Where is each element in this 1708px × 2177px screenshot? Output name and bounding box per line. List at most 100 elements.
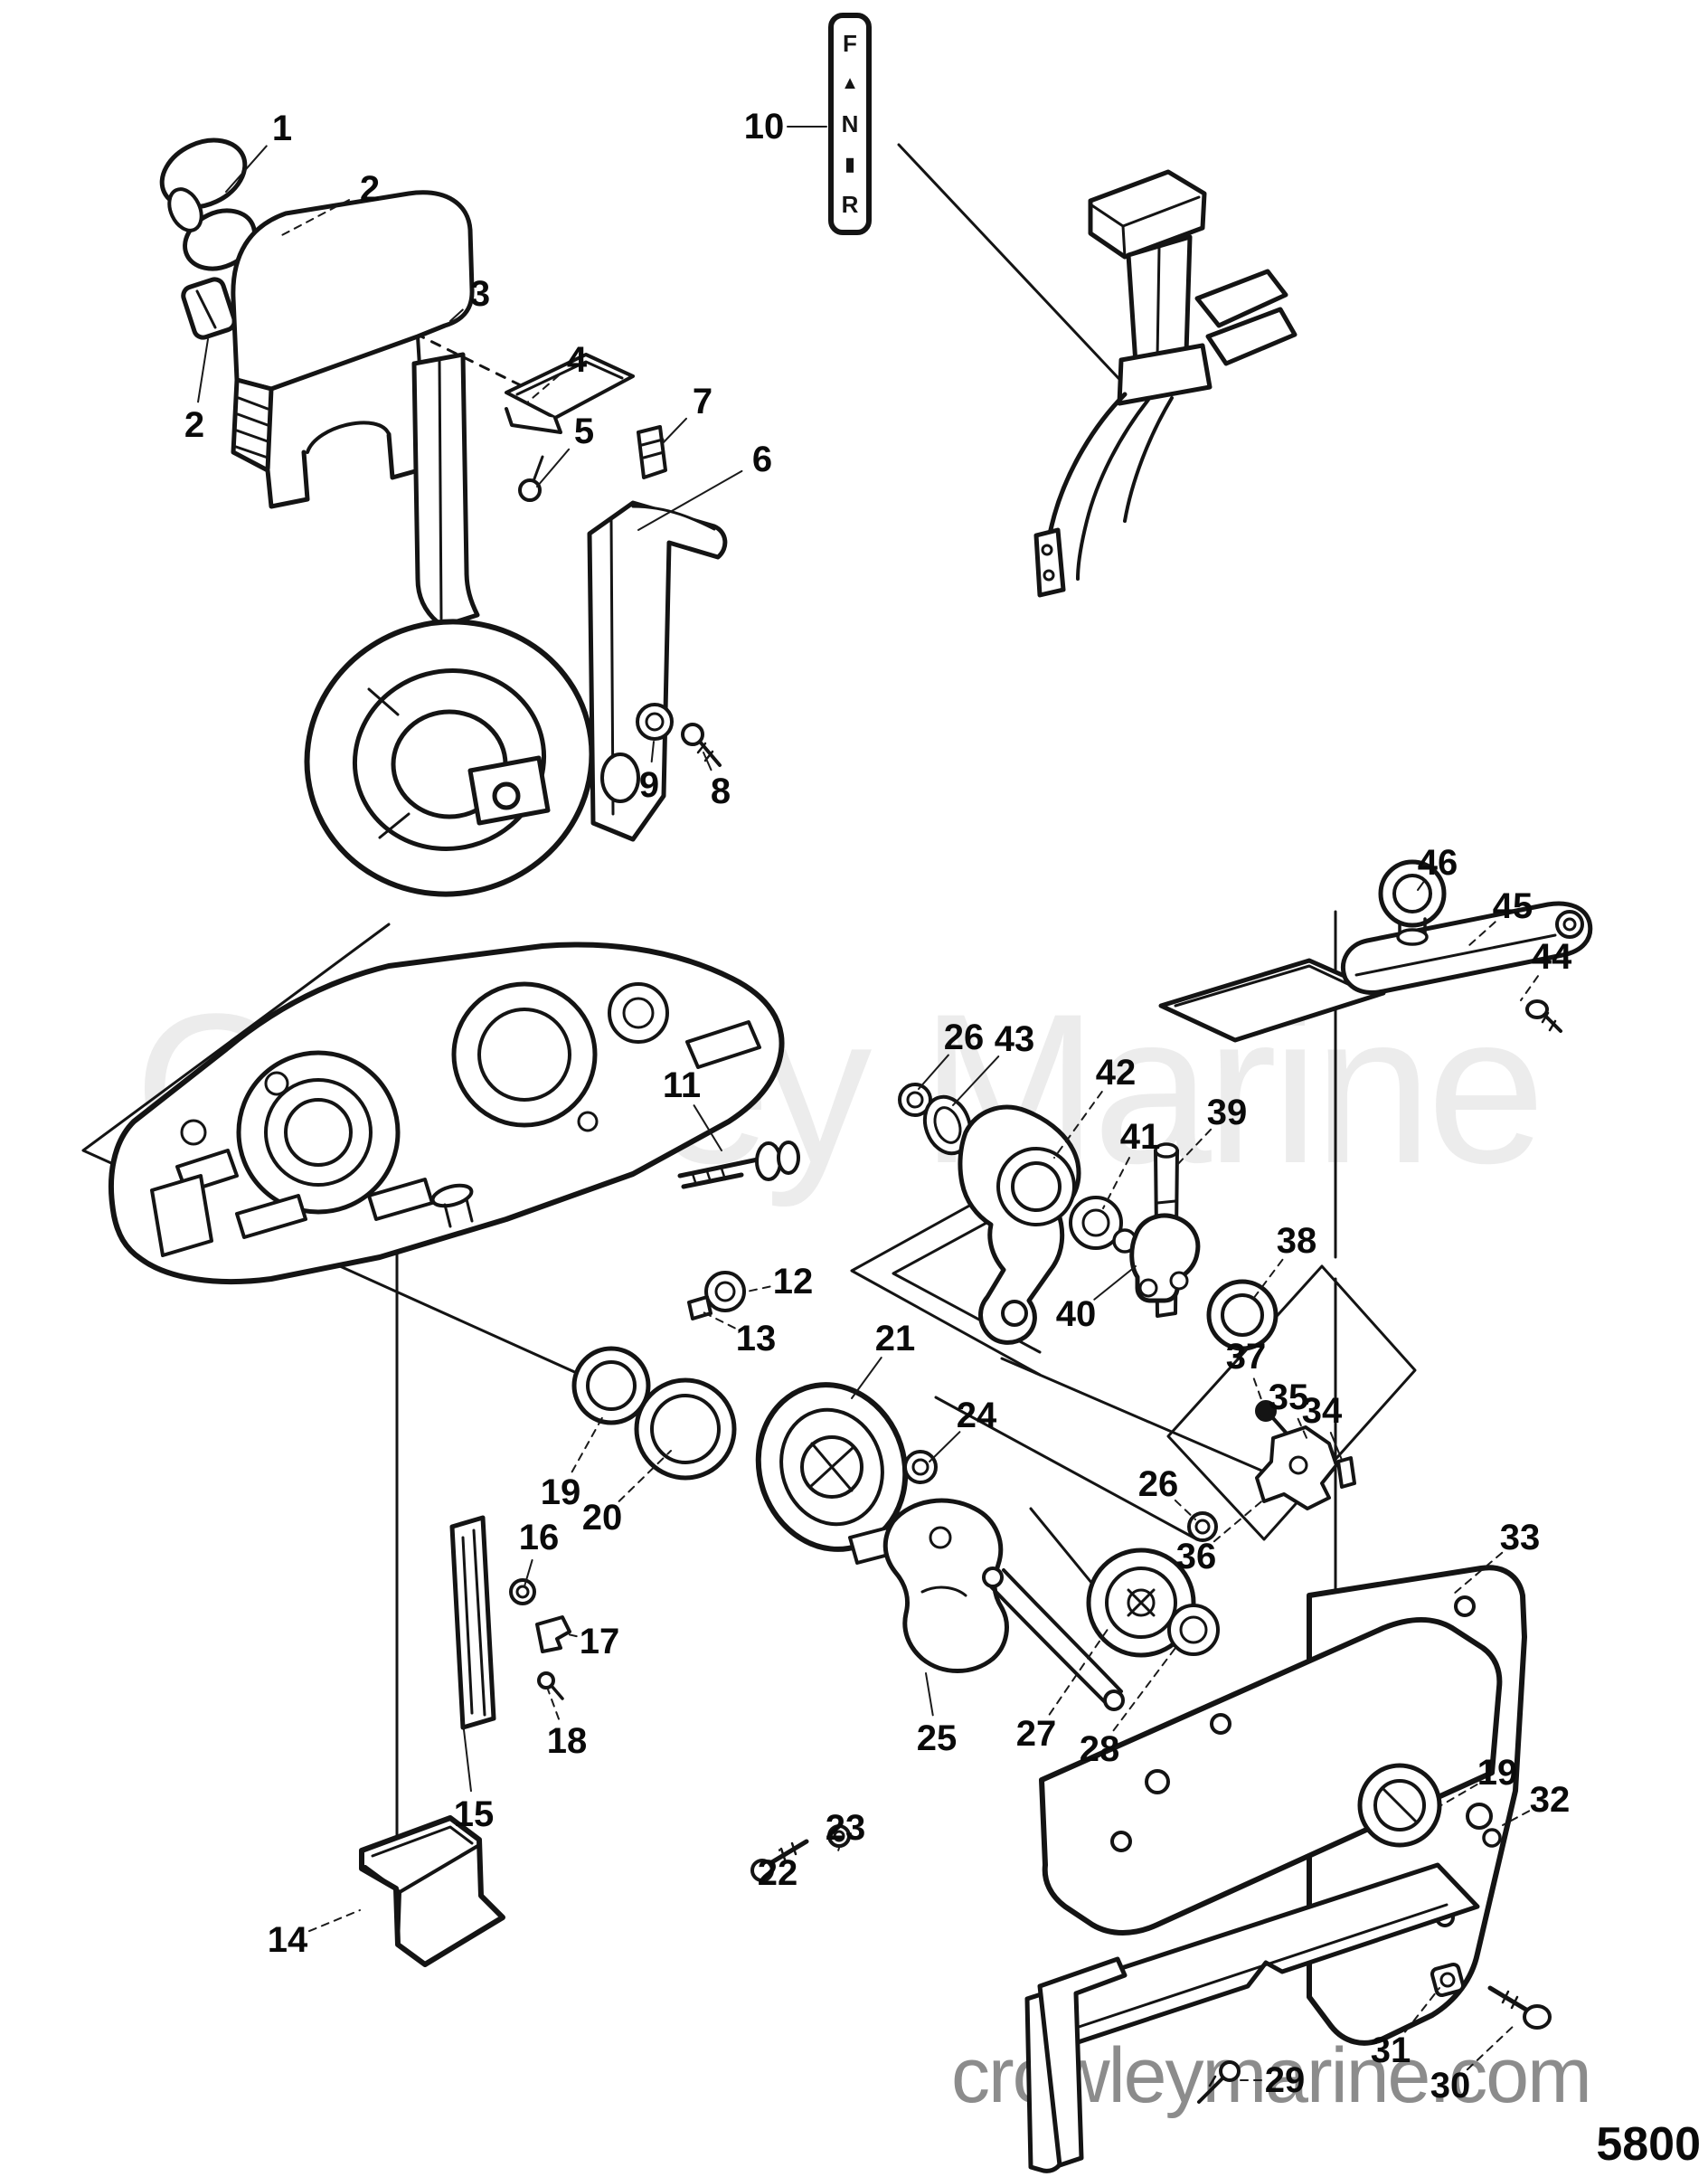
callout-label: 42 xyxy=(1095,1053,1137,1093)
gear-cluster xyxy=(571,1271,1220,1711)
callout-label: 14 xyxy=(267,1920,308,1960)
cable-anchor-cluster xyxy=(898,1083,1279,1351)
interlock-arm-group xyxy=(1158,859,1593,1043)
callout-label: 23 xyxy=(825,1808,866,1848)
callout-label: 35 xyxy=(1268,1377,1309,1417)
callout-label: 46 xyxy=(1417,843,1458,883)
leader-line xyxy=(1093,1265,1137,1301)
leader-line xyxy=(1053,1091,1103,1159)
leader-line xyxy=(851,1357,882,1399)
callout-label: 6 xyxy=(751,440,773,479)
control-head-cover xyxy=(231,190,475,509)
leader-line xyxy=(693,1104,722,1151)
diagram-number: 5800 xyxy=(1596,2118,1701,2171)
callout-label: 31 xyxy=(1370,2030,1411,2070)
callout-label: 12 xyxy=(772,1262,814,1301)
control-lever-and-disc xyxy=(304,352,595,897)
control-housing xyxy=(108,942,785,1285)
leader-line xyxy=(525,374,561,404)
leader-line xyxy=(1112,1647,1176,1732)
leader-line xyxy=(925,1672,934,1717)
leader-line xyxy=(837,1844,841,1851)
leader-line xyxy=(1329,1432,1343,1461)
leader-line xyxy=(1466,2023,1516,2071)
leader-line xyxy=(929,1431,961,1462)
callout-label: 33 xyxy=(1499,1518,1541,1557)
callout-label: 36 xyxy=(1175,1537,1217,1576)
shift-decal: F ▲ N ▮ R xyxy=(828,13,872,235)
leader-line xyxy=(197,338,209,403)
pivot-bolt xyxy=(677,1141,800,1189)
leader-line xyxy=(278,199,350,238)
callout-label: 34 xyxy=(1301,1391,1343,1431)
callout-label: 11 xyxy=(662,1065,702,1105)
leader-line xyxy=(1502,1810,1531,1826)
leader-line xyxy=(618,1450,672,1502)
decal-letter-r: R xyxy=(841,191,859,219)
callout-label: 13 xyxy=(735,1319,777,1358)
decal-arrow-up-icon: ▲ xyxy=(841,73,859,94)
callout-label: 9 xyxy=(638,765,660,805)
callout-label: 8 xyxy=(710,771,731,811)
callout-label: 15 xyxy=(453,1794,495,1834)
callout-label: 10 xyxy=(743,107,785,147)
callout-label: 26 xyxy=(1137,1464,1179,1504)
callout-label: 32 xyxy=(1529,1780,1571,1820)
leader-line xyxy=(563,1633,578,1638)
leader-line xyxy=(1213,1497,1267,1543)
callout-label: 2 xyxy=(184,405,205,445)
callout-label: 27 xyxy=(1015,1714,1057,1754)
callout-label: 25 xyxy=(916,1718,958,1758)
leader-line xyxy=(918,1054,949,1090)
leader-line xyxy=(524,1558,533,1587)
leader-line xyxy=(225,145,268,193)
decal-letter-f: F xyxy=(843,29,857,57)
callout-label: 19 xyxy=(1477,1753,1518,1793)
leader-line xyxy=(1297,1417,1308,1441)
callout-label: 24 xyxy=(956,1396,997,1435)
mounting-plates xyxy=(1024,1565,1552,2173)
leader-line xyxy=(746,1285,771,1292)
leader-line xyxy=(662,417,688,444)
leader-lines xyxy=(197,126,1539,2081)
rail-and-bracket-group xyxy=(359,1515,851,1967)
callout-label: 22 xyxy=(757,1853,798,1893)
leader-line xyxy=(449,308,464,322)
leader-line xyxy=(536,448,571,487)
callout-label: 26 xyxy=(943,1018,985,1057)
callout-label: 7 xyxy=(692,382,713,421)
callout-label: 18 xyxy=(546,1721,588,1761)
strap-arm-group xyxy=(587,425,728,842)
callout-label: 37 xyxy=(1225,1337,1267,1377)
leader-line xyxy=(1417,880,1425,891)
leader-line xyxy=(701,1311,736,1330)
leader-line xyxy=(650,741,655,763)
callout-label: 44 xyxy=(1531,937,1572,977)
leader-line xyxy=(1404,1987,1440,2033)
leader-line xyxy=(1174,1499,1196,1520)
callout-label: 4 xyxy=(566,340,588,380)
callout-label: 41 xyxy=(1119,1117,1161,1157)
callout-label: 5 xyxy=(573,412,595,451)
leader-line xyxy=(1467,921,1496,947)
leader-line xyxy=(1102,1157,1131,1209)
leader-line xyxy=(637,469,743,531)
leader-line xyxy=(1520,975,1539,1001)
callout-label: 19 xyxy=(540,1472,581,1512)
callout-label: 43 xyxy=(994,1019,1035,1059)
callout-label: 38 xyxy=(1276,1221,1317,1261)
hardware-cluster xyxy=(1187,1400,1356,1542)
callout-label: 29 xyxy=(1264,2060,1306,2100)
decal-bar-icon: ▮ xyxy=(845,154,855,175)
callout-label: 30 xyxy=(1430,2066,1471,2106)
leader-line xyxy=(547,1689,561,1720)
leader-line xyxy=(1252,1258,1284,1300)
leader-line xyxy=(462,1721,472,1793)
callout-label: 21 xyxy=(874,1319,916,1358)
callout-label: 1 xyxy=(271,109,293,148)
callout-label: 3 xyxy=(469,274,491,314)
callout-label: 45 xyxy=(1492,886,1533,926)
leader-line xyxy=(1252,1377,1263,1403)
decal-letter-n: N xyxy=(841,109,859,137)
callout-label: 39 xyxy=(1206,1093,1248,1132)
